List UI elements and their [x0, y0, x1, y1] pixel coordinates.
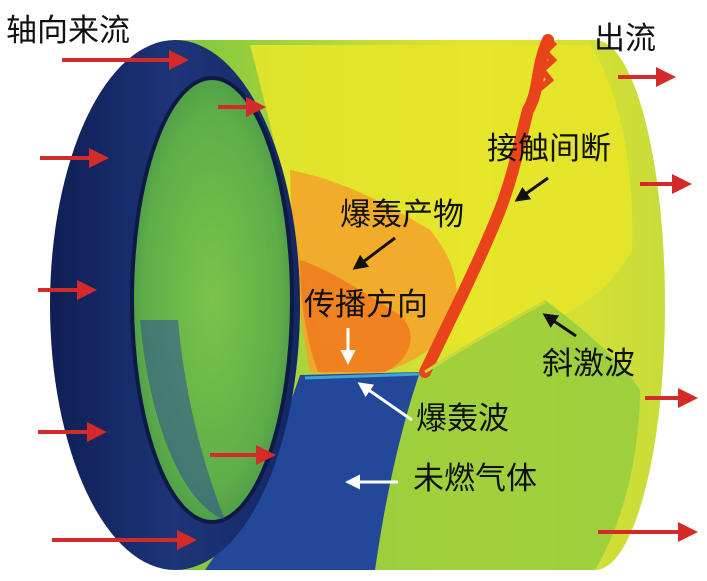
label-axial-inflow: 轴向来流 — [6, 13, 130, 49]
label-contact-discontinuity: 接触间断 — [487, 131, 611, 167]
unburned-gas-region — [205, 372, 420, 570]
detonation-wave-arrow — [357, 382, 413, 422]
oblique-shock-line — [424, 300, 546, 374]
label-detonation-wave: 爆轰波 — [416, 401, 509, 437]
label-detonation-products: 爆轰产物 — [340, 197, 464, 233]
oblique-shock-arrow — [542, 313, 577, 338]
label-oblique-shock: 斜激波 — [542, 346, 635, 382]
detonation-products-core — [300, 260, 411, 372]
unburned-gas-edge — [304, 372, 421, 380]
label-outflow: 出流 — [594, 21, 656, 57]
detonation-products-arrow — [352, 236, 396, 270]
label-unburned-gas: 未燃气体 — [413, 461, 537, 497]
flow-arrows — [38, 50, 698, 550]
contact-discontinuity-arrow — [514, 176, 549, 202]
contact-discontinuity-zigzag — [536, 39, 558, 93]
contact-discontinuity-band — [419, 34, 554, 378]
label-propagation-direction: 传播方向 — [304, 287, 428, 323]
inner-wall-shading — [140, 320, 225, 520]
green-lower-field — [355, 300, 640, 570]
annulus-inner-rim — [130, 76, 294, 524]
